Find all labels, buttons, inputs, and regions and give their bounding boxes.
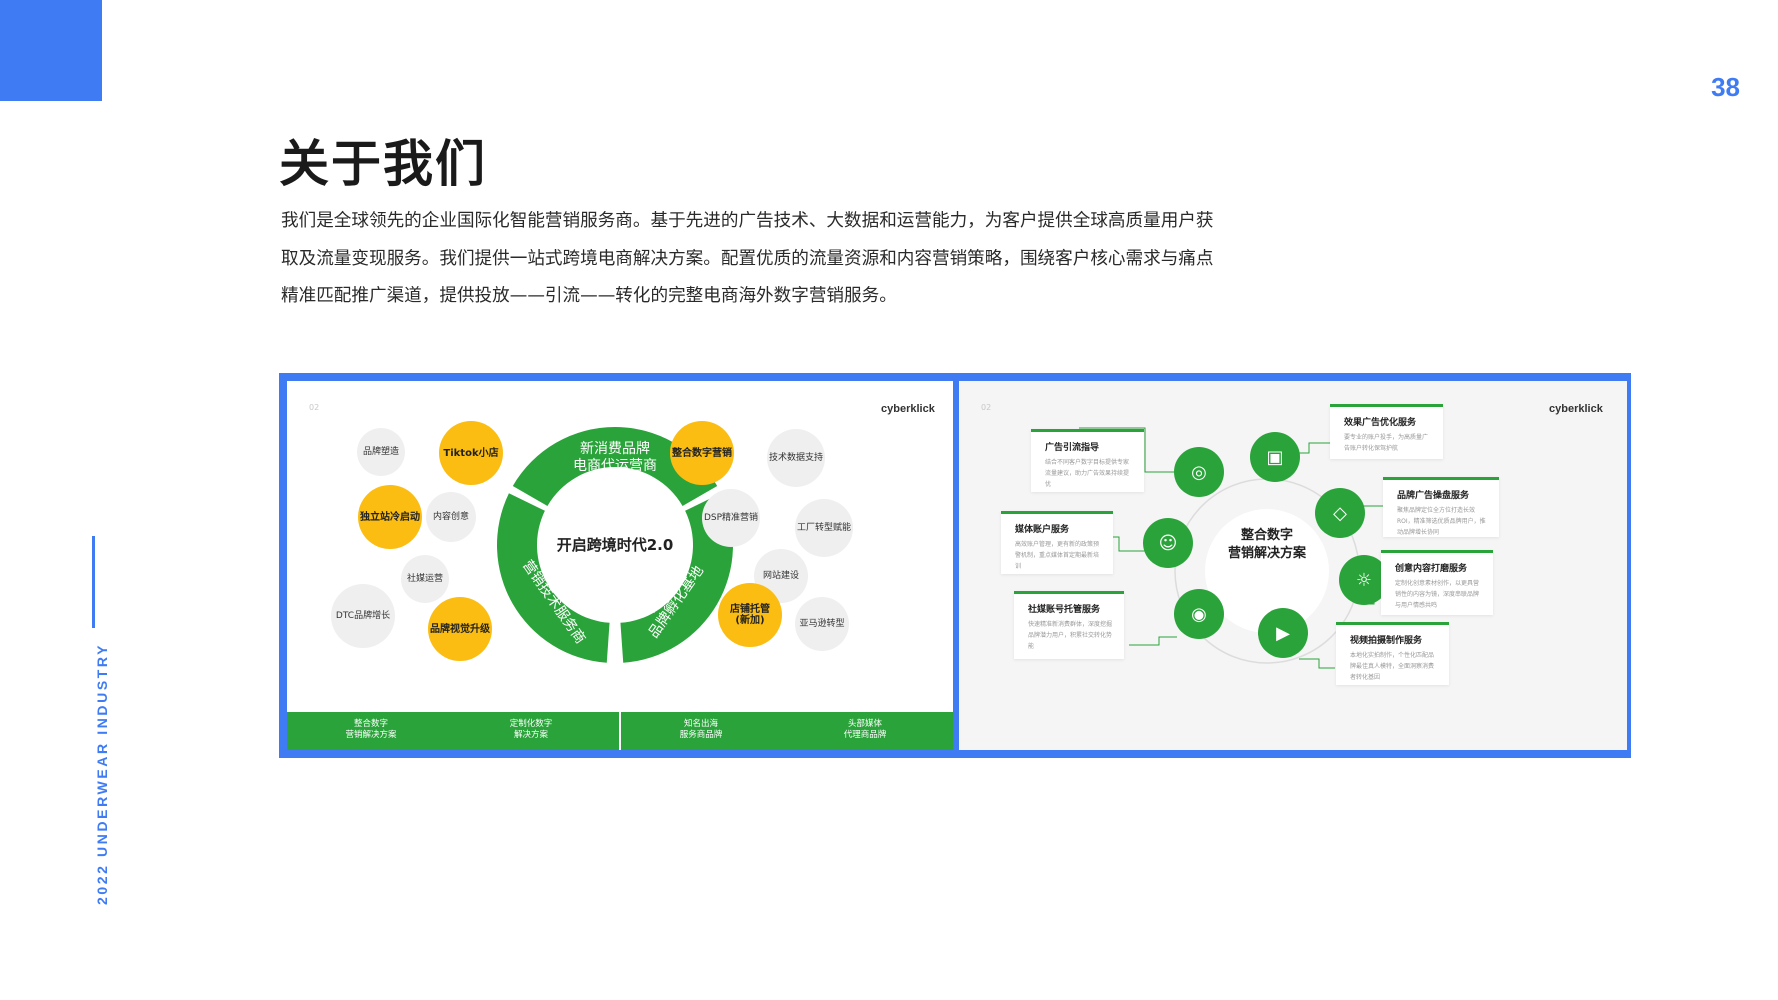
ghost-number: 02 [981,403,992,412]
service-card: 视频拍摄制作服务 本地化实拍制作，个性化匹配品牌最佳真人模特，全面洞察消费者转化… [1336,622,1449,685]
service-title: 创意内容打磨服务 [1395,564,1468,574]
ring-segment-top [512,426,718,506]
bottom-bar: 整合数字 营销解决方案 定制化数字 解决方案 知名出海 服务商品牌 头部媒体 代… [287,712,953,750]
solutions-panel: cyberklick 02 ▣ ◇ ◎ ☺ ☼ ◉ ▶ 整合数字 营销解决方案 [959,381,1627,750]
service-title: 视频拍摄制作服务 [1350,636,1423,646]
bubble-service: 品牌塑造 [357,428,405,476]
ring-segment-right [620,493,733,663]
svg-text:新消费品牌: 新消费品牌 [580,440,650,457]
connector-lines [1079,427,1389,669]
service-card: 社媒账号托管服务 快速精准新消费群体，深度挖掘品牌潜力用户，积累社交转化势能 [1014,591,1124,659]
paragraph-line: 精准匹配推广渠道，提供投放——引流——转化的完整电商海外数字营销服务。 [281,286,897,306]
side-label: 2022 UNDERWEAR INDUSTRY [94,642,110,905]
service-desc: 要专业的账户投手，为高质量广告账户转化保驾护航 [1344,434,1429,452]
bubble-service: DSP精准营销 [702,489,760,547]
service-desc: 快速精准新消费群体，深度挖掘品牌潜力用户，积累社交转化势能 [1028,621,1113,650]
service-desc: 本地化实拍制作，个性化匹配品牌最佳真人模特，全面洞察消费者转化基因 [1350,652,1435,681]
business-overview-panel: cyberklick 02 新消费品牌电商代运营商中国智造品牌孵化基地数智化营销… [287,381,953,750]
diamond-icon: ◇ [1315,488,1365,538]
monitor-icon: ▣ [1250,432,1300,482]
service-card: 创意内容打磨服务 定制化创意素材创作，以更具营销性的内容为镜，深度串联品牌与用户… [1381,550,1493,615]
service-desc: 高效账户管理，更有新的政策预警机制，重点媒体首定期最新培训 [1015,541,1100,570]
service-desc: 定制化创意素材创作，以更具营销性的内容为镜，深度串联品牌与用户情感共鸣 [1395,580,1480,609]
service-card: 效果广告优化服务 要专业的账户投手，为高质量广告账户转化保驾护航 [1330,404,1443,459]
svg-text:电商代运营商: 电商代运营商 [573,458,657,474]
service-card: 品牌广告操盘服务 聚焦品牌定位全方位打造长效ROI，精准筛选优质品牌用户，推动品… [1383,477,1499,537]
service-title: 效果广告优化服务 [1344,418,1417,428]
paragraph-line: 取及流量变现服务。我们提供一站式跨境电商解决方案。配置优质的流量资源和内容营销策… [281,248,1214,269]
bubble-highlight: 整合数字营销 [670,421,734,485]
video-icon: ▶ [1258,608,1308,658]
bottom-bar-divider [619,712,621,750]
service-desc: 结合不同客户数字目标提供专家流量建议，助力广告效果持续提优 [1045,459,1130,488]
service-title: 媒体账户服务 [1015,525,1070,535]
bulb-icon: ☼ [1339,555,1389,605]
bubble-highlight: Tiktok小店 [439,421,503,485]
bottom-item: 定制化数字 解决方案 [509,719,553,740]
bottom-item: 头部媒体 代理商品牌 [843,719,887,740]
ghost-number: 02 [309,403,320,412]
robot-icon: ◉ [1174,589,1224,639]
bottom-item: 知名出海 服务商品牌 [679,719,723,740]
bubble-service: 工厂转型赋能 [795,499,853,557]
ring-segment-left [497,493,610,663]
bubble-highlight: 品牌视觉升级 [428,597,492,661]
bubble-service: 社媒运营 [401,555,449,603]
user-circle-icon: ☺ [1143,518,1193,568]
service-card: 媒体账户服务 高效账户管理，更有新的政策预警机制，重点媒体首定期最新培训 [1001,511,1113,574]
bubble-service: 内容创意 [426,492,476,542]
page-number: 38 [1711,72,1740,102]
corner-accent-block [0,0,102,101]
cyberklick-logo: cyberklick [881,403,935,415]
service-card: 广告引流指导 结合不同客户数字目标提供专家流量建议，助力广告效果持续提优 [1031,429,1144,492]
bubble-highlight: 店铺托管 (新加) [718,583,782,647]
bubble-service: DTC品牌增长 [331,584,395,648]
bottom-item: 整合数字 营销解决方案 [345,719,397,740]
service-title: 品牌广告操盘服务 [1397,491,1470,501]
cyberklick-logo: cyberklick [1549,403,1603,415]
service-title: 广告引流指导 [1045,443,1100,453]
side-accent-line [92,536,95,628]
page-title: 关于我们 [279,135,487,193]
service-title: 社媒账号托管服务 [1028,605,1101,615]
service-desc: 聚焦品牌定位全方位打造长效ROI，精准筛选优质品牌用户，推动品牌增长协同 [1397,507,1486,536]
bubble-service: 技术数据支持 [767,429,825,487]
images-frame: cyberklick 02 新消费品牌电商代运营商中国智造品牌孵化基地数智化营销… [279,373,1631,758]
target-icon: ◎ [1174,447,1224,497]
intro-paragraph: 我们是全球领先的企业国际化智能营销服务商。基于先进的广告技术、大数据和运营能力，… [281,203,1243,316]
paragraph-line: 我们是全球领先的企业国际化智能营销服务商。基于先进的广告技术、大数据和运营能力，… [281,211,1214,231]
center-label: 整合数字 营销解决方案 [1227,528,1306,561]
bubble-highlight: 独立站冷启动 [358,485,422,549]
bubble-service: 亚马逊转型 [795,597,849,651]
center-label: 开启跨境时代2.0 [557,536,674,554]
